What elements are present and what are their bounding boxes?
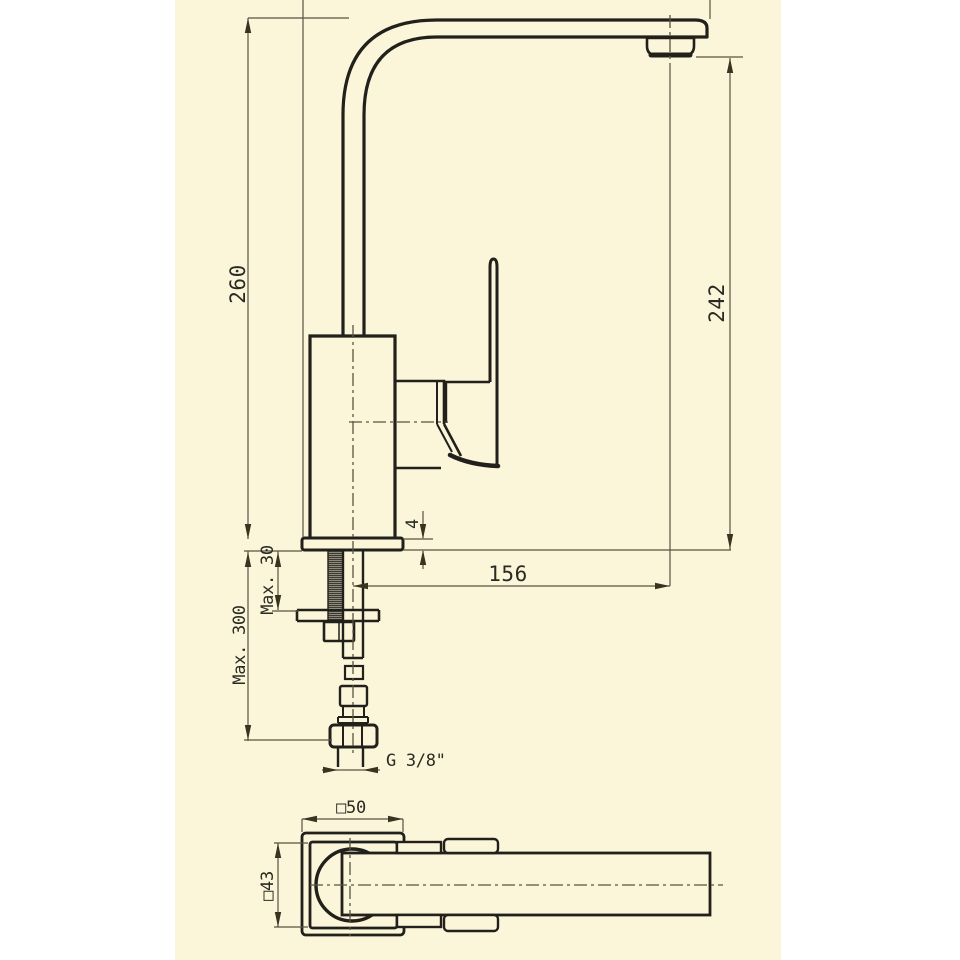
dimension-labels: 260 242 156 4 Max. 30 Max. 300 G 3/8" □5…	[226, 264, 729, 901]
bottom-plan-view	[300, 831, 712, 937]
dim-line-sq50	[301, 818, 404, 832]
dim-text-max-deck: Max. 30	[258, 545, 278, 615]
dim-text-body-square: □43	[258, 871, 278, 901]
side-elevation-view	[295, 18, 709, 767]
plan-boss-bottom-1	[395, 913, 443, 929]
plan-spout-tube	[340, 851, 712, 917]
plan-boss-top-1	[395, 840, 443, 855]
dim-text-base-square: □50	[336, 798, 366, 818]
dimension-lines	[244, 0, 743, 928]
dimension-arrows	[244, 18, 734, 927]
handle-skirt-inner	[436, 423, 453, 453]
dim-text-max-hose: Max. 300	[230, 605, 250, 685]
spout-tube	[341, 18, 709, 337]
dim-text-flange-thickness: 4	[403, 519, 423, 529]
valve-housing	[395, 379, 446, 424]
lever-handle	[488, 257, 499, 464]
hose-fitting-1	[343, 664, 365, 681]
plan-boss-top-2	[442, 837, 500, 855]
dim-text-outlet-height: 242	[705, 283, 729, 322]
drawing-sheet	[175, 0, 781, 960]
thread-stub	[336, 747, 365, 767]
handle-underside	[447, 452, 501, 469]
handle-skirt-outer	[442, 423, 463, 457]
hose-hex-nut-facets	[342, 725, 363, 747]
plan-boss-bottom-2	[442, 913, 500, 933]
dim-text-spout-reach: 156	[488, 562, 527, 586]
ext-line-counter-level	[244, 549, 731, 552]
hose-hex-nut	[328, 723, 379, 749]
centerlines	[310, 15, 723, 936]
dim-text-thread: G 3/8"	[386, 751, 446, 771]
lever-arm	[444, 380, 490, 423]
dim-text-overall-height: 260	[226, 264, 250, 303]
